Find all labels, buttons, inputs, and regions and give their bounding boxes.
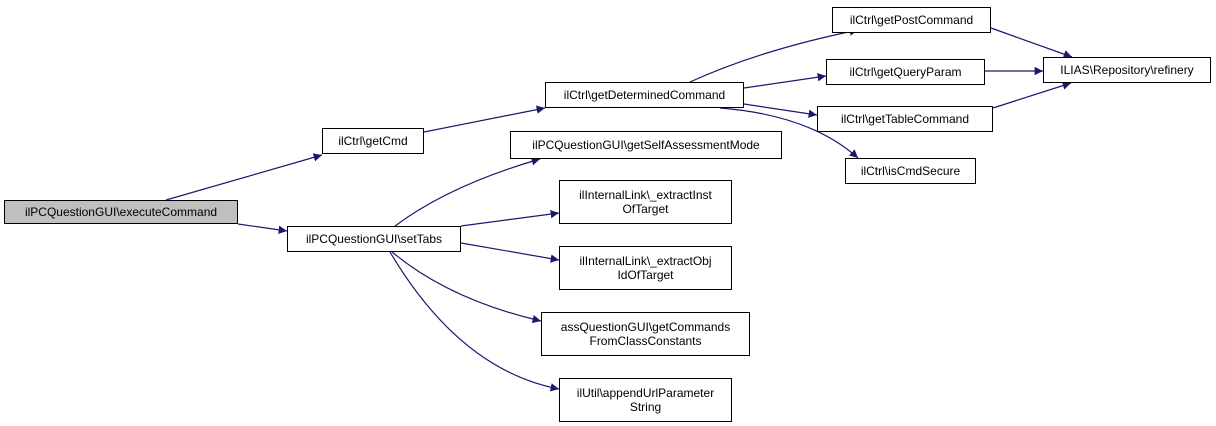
node-ilctrl-getcmd[interactable]: ilCtrl\getCmd	[322, 128, 424, 154]
edge-n1-n3	[237, 223, 288, 234]
edge-n7-n9	[992, 81, 1072, 109]
node-ilinternallink-extractobjidoftarget[interactable]: ilInternalLink\_extractObj IdOfTarget	[559, 246, 732, 290]
node-ilctrl-iscmdsecure[interactable]: ilCtrl\isCmdSecure	[845, 158, 976, 184]
edge-n5-n9	[990, 27, 1073, 59]
edge-n3-n10	[394, 157, 541, 227]
edge-n2-n4	[423, 105, 546, 133]
edge-n3-n13	[391, 251, 542, 324]
node-ilctrl-gettablecommand[interactable]: ilCtrl\getTableCommand	[817, 106, 993, 132]
node-ilctrl-getqueryparam[interactable]: ilCtrl\getQueryParam	[826, 59, 985, 85]
edge-n4-n5	[689, 27, 859, 83]
edge-n3-n14	[389, 251, 560, 392]
node-ilpcquestiongui-settabs[interactable]: ilPCQuestionGUI\setTabs	[287, 226, 461, 252]
node-ilutil-appendurlparameterstring[interactable]: ilUtil\appendUrlParameter String	[559, 378, 732, 422]
node-ilctrl-getpostcommand[interactable]: ilCtrl\getPostCommand	[832, 7, 991, 33]
node-ilinternallink-extractinstoftarget[interactable]: ilInternalLink\_extractInst OfTarget	[559, 180, 732, 224]
node-ilpcquestiongui-executecommand: ilPCQuestionGUI\executeCommand	[4, 200, 238, 224]
edge-n4-n8	[719, 107, 859, 159]
node-ilias-repository-refinery[interactable]: ILIAS\Repository\refinery	[1043, 57, 1211, 83]
edge-n3-n12	[460, 242, 560, 263]
edge-n4-n7	[743, 103, 818, 118]
edge-n3-n11	[460, 209, 560, 227]
edge-n4-n6	[743, 73, 827, 89]
node-assquestiongui-getcommandsfromclassconstants[interactable]: assQuestionGUI\getCommands FromClassCons…	[541, 312, 750, 356]
node-ilctrl-getdeterminedcommand[interactable]: ilCtrl\getDeterminedCommand	[545, 82, 744, 108]
node-ilpcquestiongui-getselfassessmentmode[interactable]: ilPCQuestionGUI\getSelfAssessmentMode	[510, 131, 782, 159]
edge-n1-n2	[165, 153, 323, 201]
